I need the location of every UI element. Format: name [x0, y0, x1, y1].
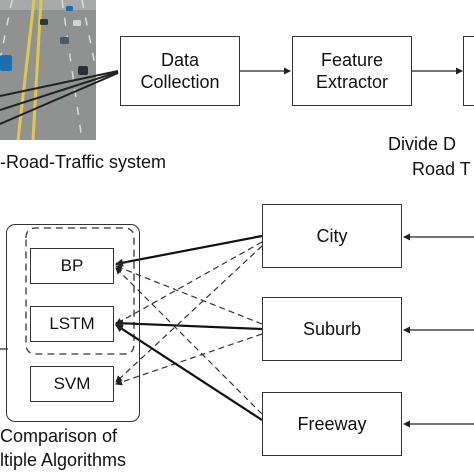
algorithm-svm-box: SVM	[30, 366, 114, 402]
dashed-link-freeway-bp	[115, 267, 263, 415]
solid-link-city-bp	[115, 234, 263, 267]
system-caption: -Road-Traffic system	[0, 152, 167, 172]
data-collection-box: Data Collection	[120, 36, 240, 106]
comparison-caption-line1: Comparison of	[0, 426, 118, 446]
photo-pointer-line	[0, 72, 119, 125]
comparison-caption-line2: ltiple Algorithms	[0, 450, 127, 470]
algorithm-bp-box: BP	[30, 248, 114, 284]
algorithm-bp-label: BP	[60, 256, 84, 275]
road-type-city-box: City	[262, 204, 402, 268]
road-type-suburb-box: Suburb	[262, 297, 402, 361]
algorithm-lstm-box: LSTM	[30, 306, 114, 342]
data-collection-label-line2: Collection	[140, 72, 220, 92]
photo-pointer-line	[0, 70, 119, 97]
road-type-freeway-box: Freeway	[262, 392, 402, 456]
feature-extractor-label-line2: Extractor	[315, 72, 389, 92]
feature-extractor-box: Feature Extractor	[292, 36, 412, 106]
feature-extractor-label-line1: Feature	[320, 49, 384, 70]
divide-caption-line2: Road T	[412, 159, 471, 179]
road-type-freeway-label: Freeway	[297, 413, 367, 434]
dashed-link-city-lstm	[115, 241, 263, 325]
divide-caption-line1: Divide D	[388, 134, 457, 154]
road-type-city-label: City	[316, 225, 348, 246]
algorithm-lstm-label: LSTM	[49, 314, 95, 333]
solid-link-suburb-lstm	[115, 319, 263, 331]
photo-pointer-line	[0, 71, 119, 111]
dashed-link-suburb-bp	[115, 264, 263, 325]
algorithm-svm-label: SVM	[53, 374, 91, 393]
solid-link-freeway-lstm	[115, 324, 263, 421]
photo-pointer-lines	[0, 70, 119, 125]
data-collection-label-line1: Data	[160, 49, 200, 70]
road-type-suburb-label: Suburb	[302, 318, 362, 339]
algorithms-container	[6, 224, 140, 422]
algorithm-group-dashed	[25, 227, 135, 355]
next-stage-box-cropped	[463, 36, 474, 106]
dashed-link-city-svm	[115, 245, 263, 383]
dashed-link-suburb-svm	[115, 333, 263, 386]
